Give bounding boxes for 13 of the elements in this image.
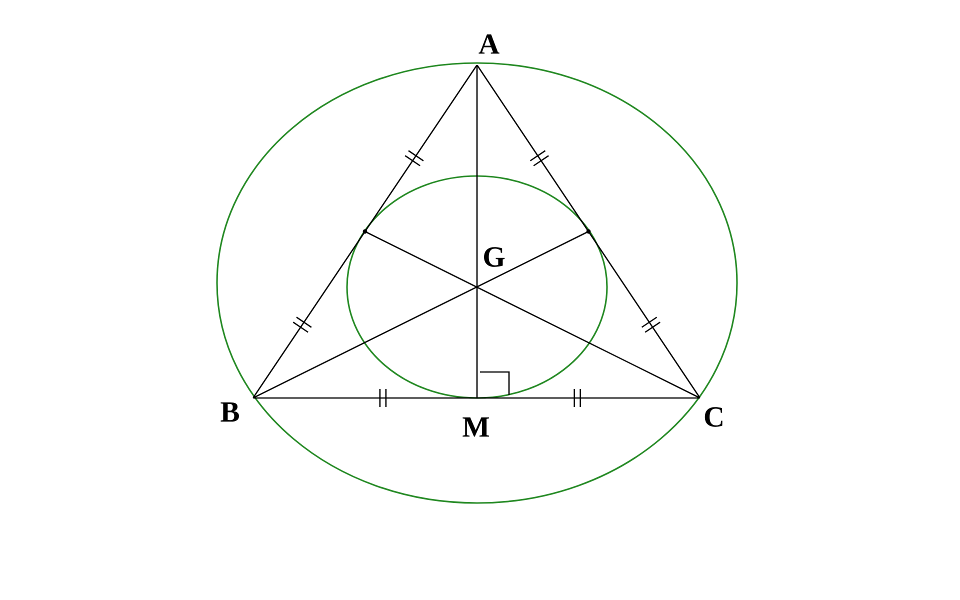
point-label: M [462, 417, 490, 437]
segment [252, 231, 589, 398]
segment [476, 65, 478, 398]
point-label: A [478, 34, 500, 54]
point-mark [362, 229, 368, 234]
segment [364, 231, 700, 398]
segment [476, 64, 700, 398]
point-label: C [704, 407, 722, 427]
segment [252, 64, 478, 398]
point-mark [586, 229, 591, 234]
point-label: G [484, 247, 505, 267]
segment [253, 397, 700, 399]
point-label: B [220, 402, 239, 422]
